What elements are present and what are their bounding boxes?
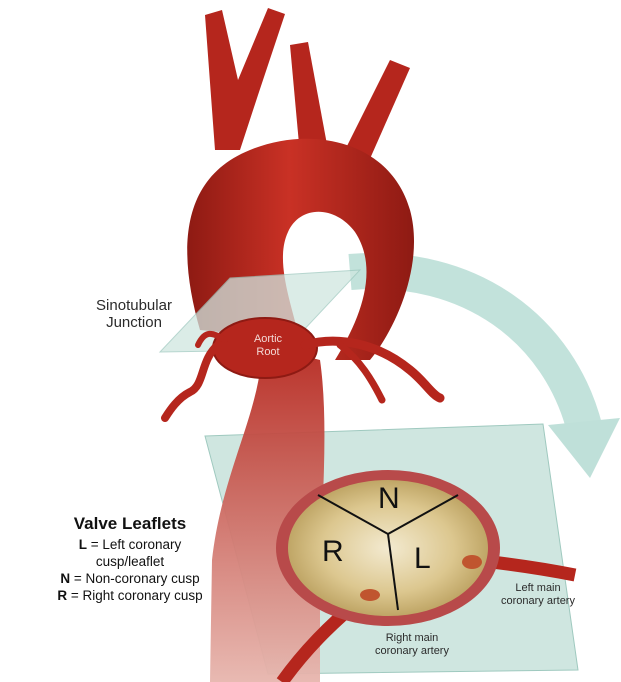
valve-letter-l: L <box>414 542 431 576</box>
legend-text-l: = Left coronary <box>87 537 181 552</box>
legend-item-r: R = Right coronary cusp <box>14 588 246 605</box>
view-arrow-head <box>548 418 620 478</box>
aortic-root-line1: Aortic <box>245 333 291 346</box>
sinotubular-junction-label: Sinotubular Junction <box>84 297 184 332</box>
left-coronary-ostium <box>462 555 482 569</box>
right-main-coronary-label: Right main coronary artery <box>360 632 464 657</box>
right-main-line2: coronary artery <box>360 645 464 658</box>
left-carotid-branch <box>290 42 328 155</box>
left-main-coronary-label: Left main coronary artery <box>486 582 590 607</box>
legend-title: Valve Leaflets <box>14 514 246 534</box>
right-main-line1: Right main <box>360 632 464 645</box>
left-main-line1: Left main <box>486 582 590 595</box>
left-main-line2: coronary artery <box>486 595 590 608</box>
legend-key-r: R <box>57 588 67 603</box>
legend-key-l: L <box>79 537 87 552</box>
right-coronary-branch <box>165 345 218 418</box>
legend-item-l: L = Left coronary <box>14 537 246 554</box>
valve-leaflets-legend: Valve Leaflets L = Left coronary cusp/le… <box>14 514 246 605</box>
right-coronary-ostium <box>360 589 380 601</box>
sinotubular-line2: Junction <box>84 314 184 331</box>
aortic-root-line2: Root <box>245 346 291 359</box>
legend-text-n: = Non-coronary cusp <box>70 571 199 586</box>
legend-item-n: N = Non-coronary cusp <box>14 571 246 588</box>
valve-letter-r: R <box>322 535 344 569</box>
legend-item-l-cont: cusp/leaflet <box>14 554 246 571</box>
sinotubular-line1: Sinotubular <box>84 297 184 314</box>
legend-key-n: N <box>60 571 70 586</box>
brachiocephalic-branch <box>205 8 285 150</box>
aortic-root-label: Aortic Root <box>245 333 291 358</box>
legend-text-r: = Right coronary cusp <box>67 588 202 603</box>
valve-letter-n: N <box>378 482 400 516</box>
